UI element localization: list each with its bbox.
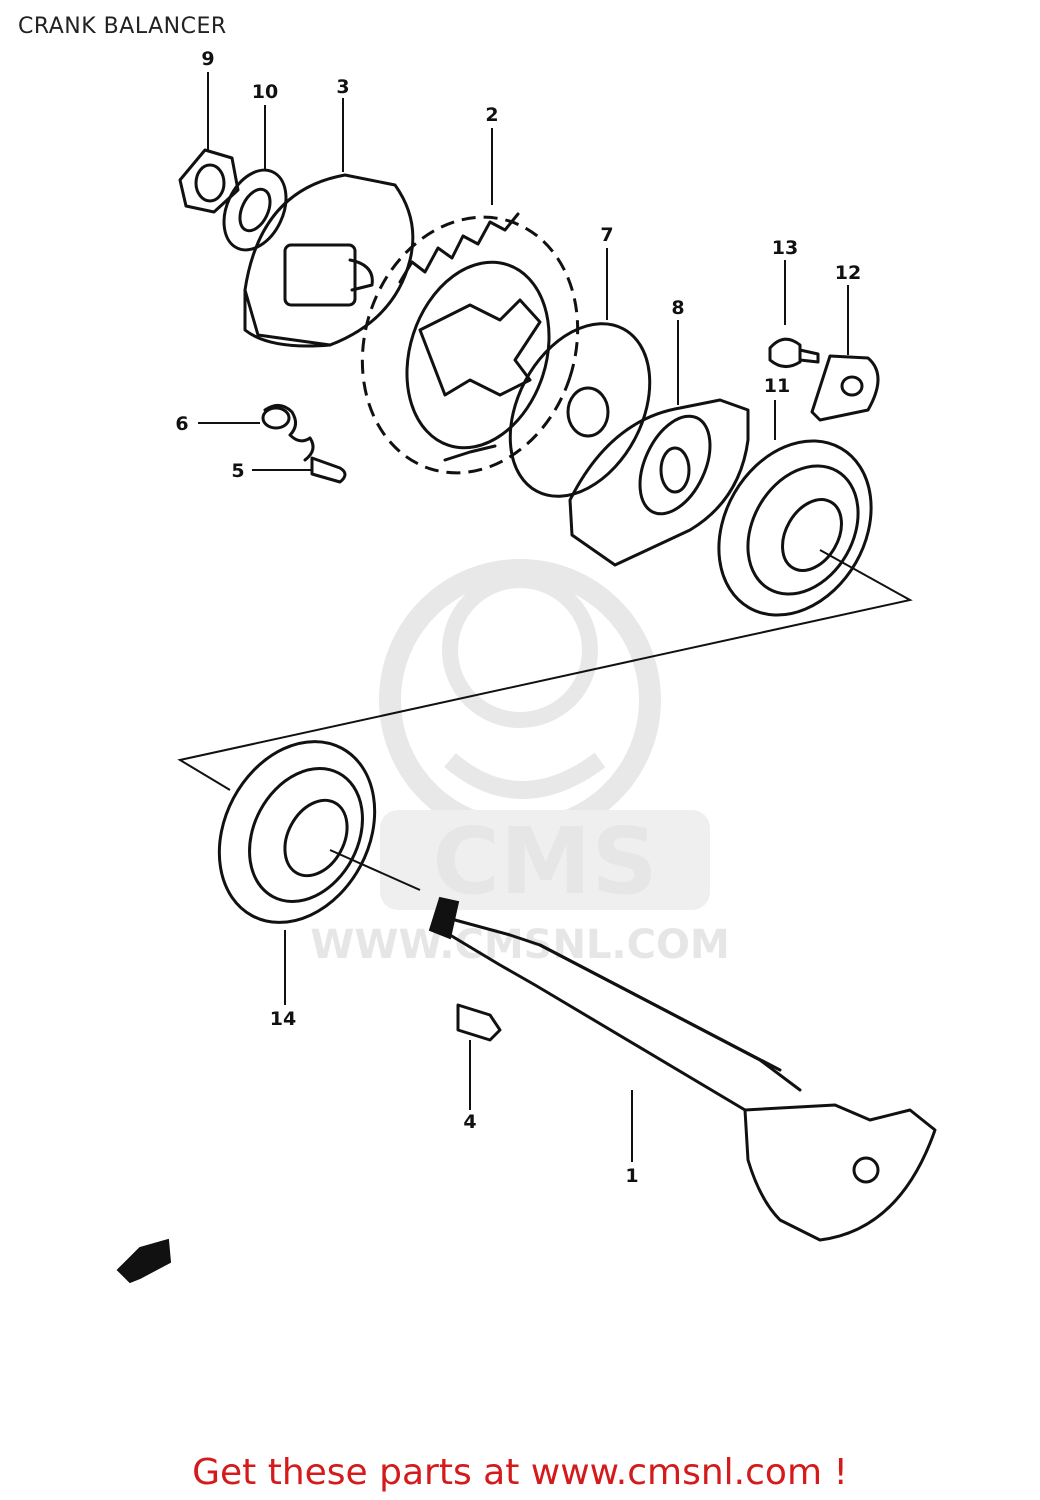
part-10-washer — [222, 168, 288, 252]
part-12-lock-plate — [810, 354, 880, 422]
callout-7: 7 — [600, 224, 613, 246]
part-5-pin — [310, 456, 347, 484]
callout-11: 11 — [764, 375, 790, 397]
page-title: CRANK BALANCER — [18, 14, 227, 39]
part-11-bearing-upper — [717, 439, 873, 617]
part-14-bearing-lower — [217, 740, 377, 924]
callout-1: 1 — [625, 1165, 638, 1187]
watermark-brand: CMS — [432, 808, 657, 915]
part-13-bolt — [768, 337, 820, 368]
callout-8: 8 — [671, 297, 684, 319]
callout-12: 12 — [835, 262, 861, 284]
callout-5: 5 — [231, 460, 244, 482]
part-8-balancer-weight — [568, 398, 750, 567]
callout-2: 2 — [485, 104, 498, 126]
callout-14: 14 — [270, 1008, 296, 1030]
callout-3: 3 — [336, 76, 349, 98]
part-2-balancer-gear — [360, 212, 580, 475]
footer-parts-link[interactable]: Get these parts at www.cmsnl.com ! — [192, 1452, 848, 1493]
watermark-url: WWW.CMSNL.COM — [310, 922, 730, 968]
part-4-woodruff-key — [456, 1003, 502, 1042]
callout-13: 13 — [772, 237, 798, 259]
callout-9: 9 — [201, 48, 214, 70]
callout-10: 10 — [252, 81, 278, 103]
front-direction-arrow-icon — [116, 1238, 172, 1284]
leader-lines — [198, 72, 849, 1162]
callout-4: 4 — [463, 1111, 476, 1133]
part-6-spring — [261, 404, 315, 462]
assembly-axis-lines — [177, 549, 913, 891]
part-3-balancer-hub — [243, 173, 415, 348]
part-1-balancer-shaft — [428, 896, 937, 1242]
callout-6: 6 — [175, 413, 188, 435]
part-7-shim-plate — [508, 322, 652, 498]
cms-mascot-watermark: CMS WWW.CMSNL.COM — [310, 559, 730, 968]
part-9-nut — [178, 148, 240, 214]
